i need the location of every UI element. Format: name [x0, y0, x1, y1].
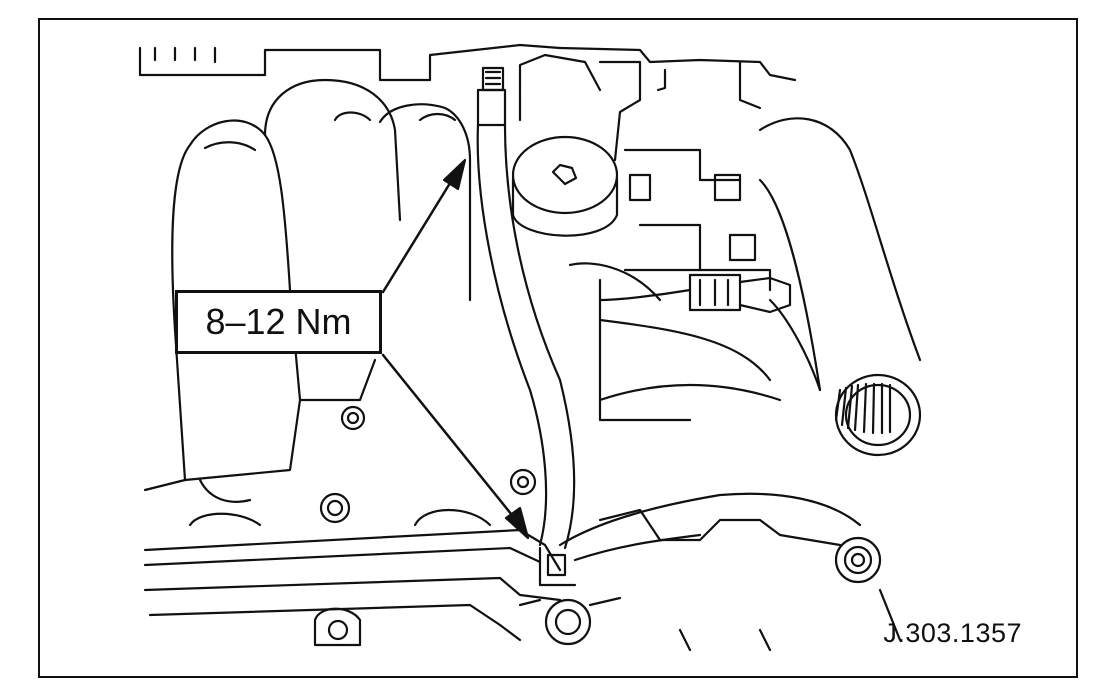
- breather-hose: [476, 66, 576, 550]
- intake-runners: [143, 78, 472, 503]
- bottom-bracket: [518, 492, 902, 652]
- torque-spec-text: 8–12 Nm: [205, 301, 352, 342]
- torque-spec-label: 8–12 Nm: [175, 290, 382, 354]
- figure-reference: J.303.1357: [883, 618, 1022, 648]
- lower-manifold: [143, 405, 562, 647]
- upper-arrow-head: [442, 158, 467, 191]
- air-intake-duct: [598, 117, 922, 457]
- electrical-connector: [568, 262, 792, 314]
- oil-filler-cap: [511, 135, 619, 237]
- engine-cover-center: [518, 53, 772, 422]
- lower-arrow-head: [504, 506, 530, 540]
- engine-top-outline: [138, 43, 797, 162]
- torque-leader-arrows: [381, 158, 530, 540]
